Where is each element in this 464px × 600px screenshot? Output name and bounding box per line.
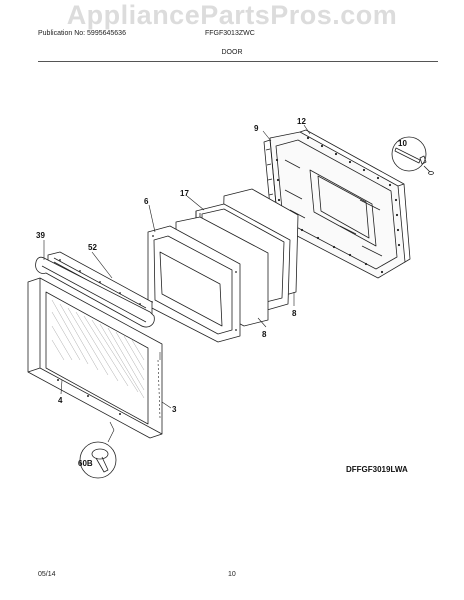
- callout-12: 12: [297, 117, 306, 126]
- inner-door-liner: [269, 129, 411, 279]
- leader-lines: [43, 124, 311, 443]
- callout-39: 39: [36, 231, 45, 240]
- screw-detail-60b: [79, 441, 117, 479]
- callout-9: 9: [254, 124, 259, 133]
- footer-date: 05/14: [38, 571, 56, 578]
- callout-52: 52: [88, 243, 97, 252]
- model-number: FFGF3013ZWC: [205, 30, 255, 37]
- callout-3: 3: [172, 405, 177, 414]
- callout-8-front: 8: [262, 330, 267, 339]
- callout-8-rear: 8: [292, 309, 297, 318]
- section-title: DOOR: [221, 49, 243, 56]
- callout-4: 4: [58, 396, 63, 405]
- diagram-code: DFFGF3019LWA: [346, 465, 408, 474]
- callout-10: 10: [398, 139, 407, 148]
- callout-17: 17: [180, 189, 189, 198]
- publication-number: Publication No: 5995645636: [38, 30, 126, 37]
- watermark: AppliancePartsPros.com: [66, 0, 398, 30]
- door-handle: [35, 256, 155, 328]
- screw-detail: [391, 136, 434, 175]
- callout-60b: 60B: [78, 459, 93, 468]
- header-rule: [38, 61, 438, 62]
- footer-page-number: 10: [228, 571, 236, 578]
- door-window-frame: [147, 225, 241, 343]
- outer-door-panel: [27, 277, 163, 439]
- callout-6: 6: [144, 197, 149, 206]
